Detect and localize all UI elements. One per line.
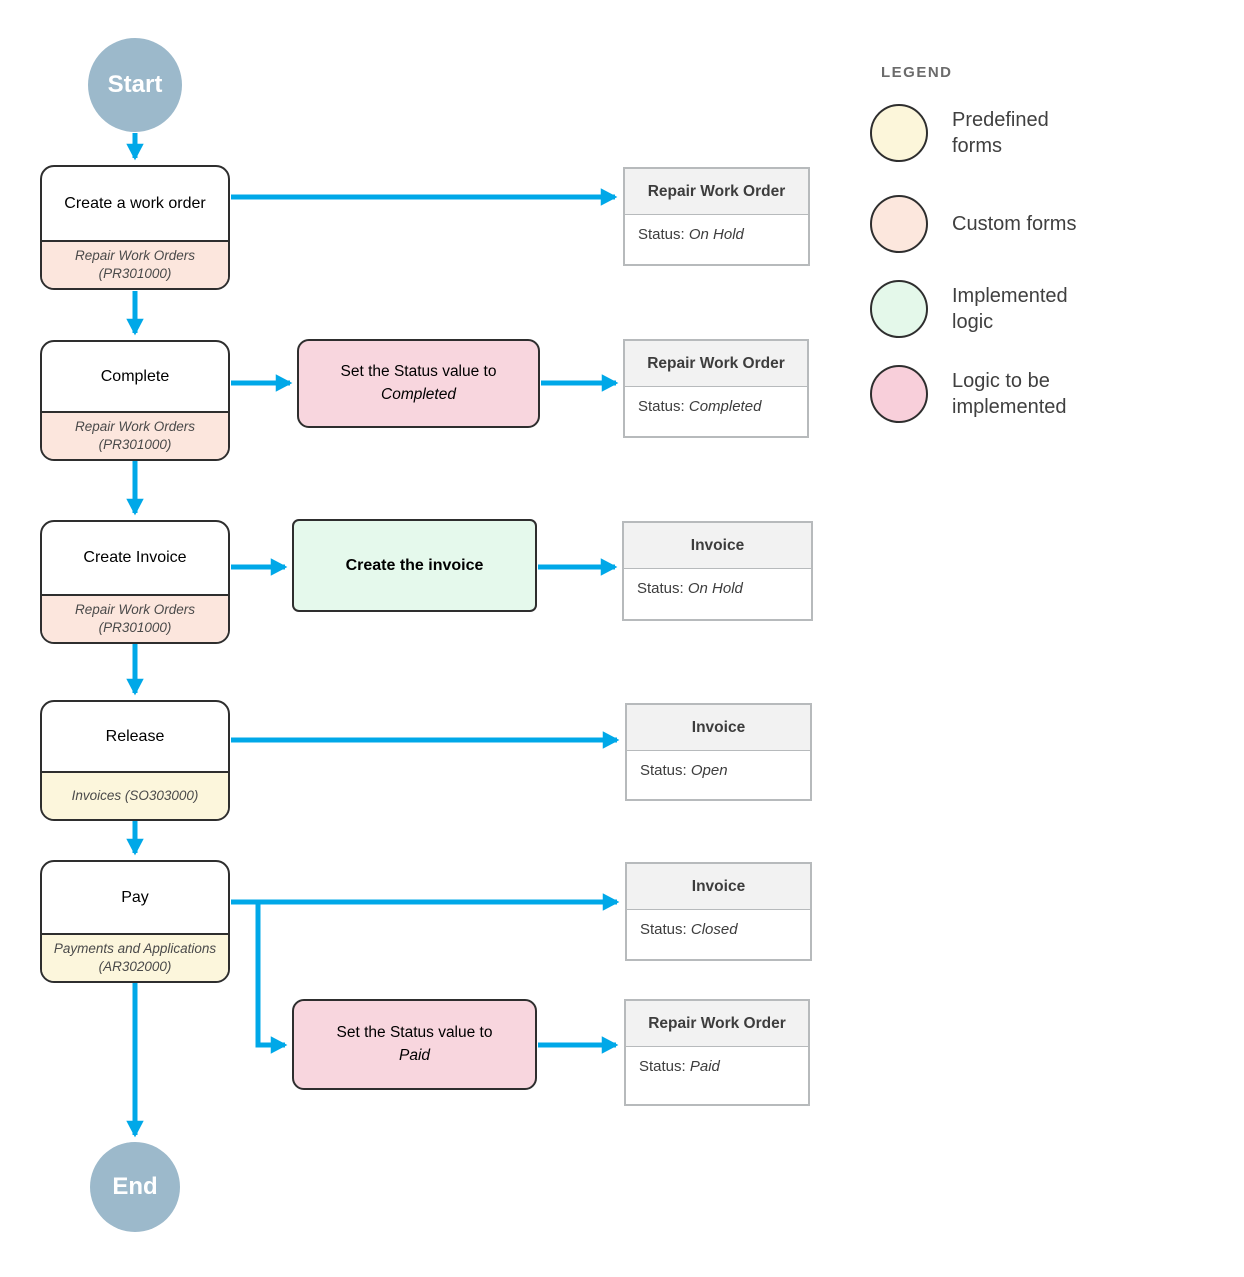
- logic-value: Completed: [381, 385, 456, 403]
- status-text: Status: Closed: [627, 910, 810, 959]
- node-label: Release: [105, 727, 165, 745]
- legend-label: Custom forms: [952, 213, 1077, 235]
- flow-node-create-work-order: Create a work order Repair Work Orders (…: [40, 165, 230, 290]
- status-title: Repair Work Order: [625, 169, 808, 215]
- implemented-logic-swatch-icon: [870, 280, 928, 338]
- status-field: Status:: [640, 762, 687, 779]
- start-node: Start: [88, 38, 182, 132]
- legend-item-predefined-forms: Predefined forms: [870, 102, 1092, 164]
- status-field: Status:: [637, 580, 684, 597]
- status-box-invoice-on-hold: Invoice Status: On Hold: [622, 521, 813, 621]
- flow-node-create-invoice: Create Invoice Repair Work Orders (PR301…: [40, 520, 230, 644]
- node-label: Pay: [121, 888, 149, 906]
- status-value: Closed: [690, 921, 738, 938]
- status-box-rwo-paid: Repair Work Order Status: Paid: [624, 999, 810, 1106]
- custom-forms-swatch-icon: [870, 195, 928, 253]
- status-field: Status:: [638, 226, 685, 243]
- node-form-ref: Repair Work Orders (PR301000): [42, 240, 228, 288]
- status-title: Invoice: [627, 864, 810, 910]
- status-box-rwo-completed: Repair Work Order Status: Completed: [623, 339, 809, 438]
- logic-box-create-the-invoice: Create the invoice: [292, 519, 537, 612]
- legend-item-logic-to-be-implemented: Logic to be implemented: [870, 363, 1092, 425]
- status-box-invoice-closed: Invoice Status: Closed: [625, 862, 812, 961]
- node-label: Create a work order: [64, 194, 206, 212]
- status-title: Repair Work Order: [625, 341, 807, 387]
- end-node: End: [90, 1142, 180, 1232]
- status-box-rwo-on-hold: Repair Work Order Status: On Hold: [623, 167, 810, 266]
- node-form-ref: Payments and Applications (AR302000): [42, 933, 228, 981]
- legend-title: LEGEND: [881, 64, 953, 81]
- logic-box-set-status-completed: Set the Status value to Completed: [297, 339, 540, 428]
- start-label: Start: [107, 71, 163, 98]
- flow-node-release: Release Invoices (SO303000): [40, 700, 230, 821]
- logic-text: Set the Status value to: [336, 1024, 493, 1042]
- status-value: On Hold: [687, 580, 743, 597]
- status-title: Invoice: [627, 705, 810, 751]
- status-field: Status:: [638, 398, 685, 415]
- status-text: Status: Completed: [625, 387, 807, 436]
- status-field: Status:: [640, 921, 687, 938]
- legend-label: Predefined forms: [952, 109, 1049, 157]
- status-text: Status: On Hold: [624, 569, 811, 619]
- logic-text: Set the Status value to: [340, 363, 497, 381]
- legend-item-implemented-logic: Implemented logic: [870, 278, 1092, 340]
- end-label: End: [112, 1173, 158, 1200]
- logic-value: Paid: [398, 1046, 431, 1064]
- status-title: Repair Work Order: [626, 1001, 808, 1047]
- status-title: Invoice: [624, 523, 811, 569]
- status-value: Open: [690, 762, 728, 779]
- status-text: Status: Open: [627, 751, 810, 799]
- node-form-ref: Invoices (SO303000): [42, 771, 228, 819]
- node-form-ref: Repair Work Orders (PR301000): [42, 411, 228, 459]
- logic-text: Create the invoice: [345, 556, 484, 574]
- legend-item-custom-forms: Custom forms: [870, 193, 1092, 255]
- node-label: Create Invoice: [83, 549, 187, 566]
- logic-to-be-implemented-swatch-icon: [870, 365, 928, 423]
- status-box-invoice-open: Invoice Status: Open: [625, 703, 812, 801]
- node-form-ref: Repair Work Orders (PR301000): [42, 594, 228, 642]
- status-field: Status:: [639, 1058, 686, 1075]
- legend-label: Implemented logic: [952, 285, 1068, 333]
- flow-node-complete: Complete Repair Work Orders (PR301000): [40, 340, 230, 461]
- flow-node-pay: Pay Payments and Applications (AR302000): [40, 860, 230, 983]
- status-text: Status: Paid: [626, 1047, 808, 1104]
- status-value: Paid: [689, 1058, 720, 1075]
- status-value: Completed: [688, 398, 762, 415]
- node-label: Complete: [100, 367, 170, 385]
- predefined-forms-swatch-icon: [870, 104, 928, 162]
- status-text: Status: On Hold: [625, 215, 808, 264]
- logic-box-set-status-paid: Set the Status value to Paid: [292, 999, 537, 1090]
- status-value: On Hold: [688, 226, 744, 243]
- legend-label: Logic to be implemented: [952, 370, 1067, 418]
